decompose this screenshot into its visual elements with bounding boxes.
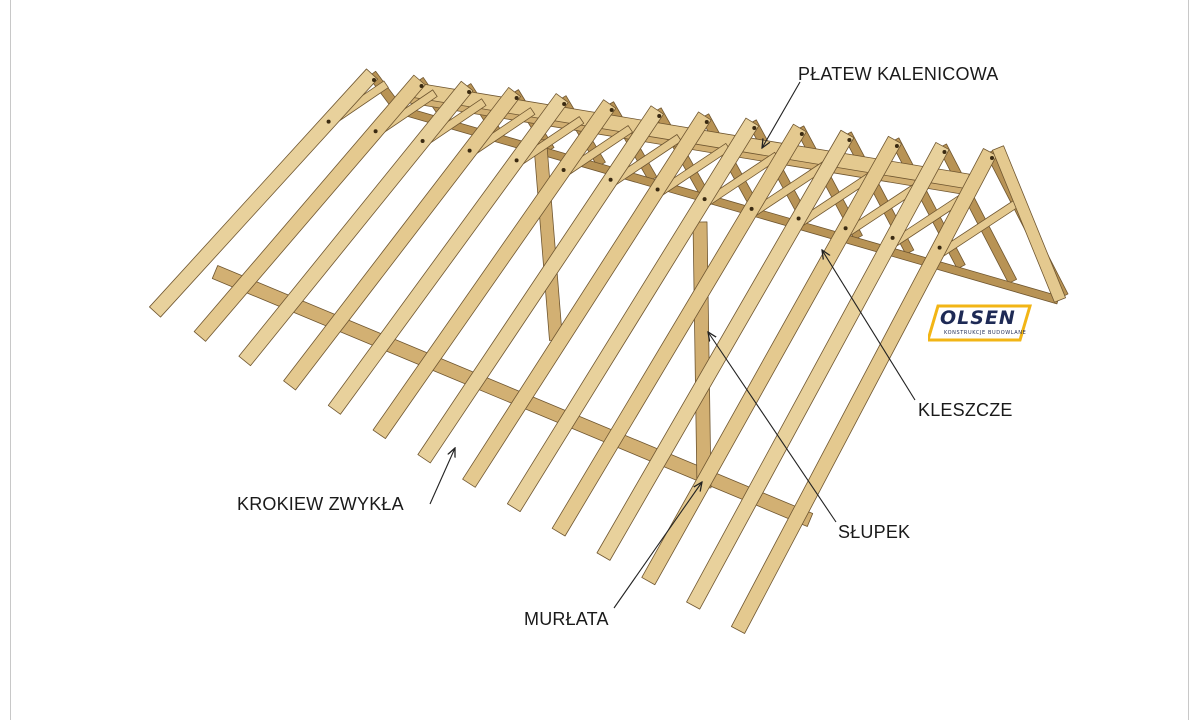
front-rafter <box>238 80 474 367</box>
frame-border-right <box>1188 0 1189 720</box>
rafter-peg <box>843 226 848 231</box>
rafter-peg <box>372 78 376 82</box>
label-post: SŁUPEK <box>838 522 911 542</box>
front-rafter <box>730 148 998 634</box>
rafter-peg <box>514 158 519 163</box>
rafter-peg <box>657 114 662 118</box>
front-rafter <box>596 129 855 561</box>
rafter-peg <box>420 138 425 143</box>
rafter-peg <box>609 108 614 112</box>
rafter-peg <box>514 96 519 100</box>
front-rafter <box>327 93 569 415</box>
label-collar-ties: KLESZCZE <box>918 400 1013 420</box>
leader-lines <box>429 81 916 609</box>
front-rafter <box>506 117 760 513</box>
rafter-peg <box>890 235 895 240</box>
leader-post <box>708 332 837 523</box>
rafter-peg <box>990 156 994 160</box>
rafter-peg <box>702 197 707 202</box>
rafter-peg <box>467 90 472 94</box>
front-rafter <box>283 87 521 391</box>
front-rafter <box>193 74 426 342</box>
leader-ridge-purlin <box>762 81 801 148</box>
rafter-peg <box>419 84 424 88</box>
leader-wall-plate <box>613 482 702 609</box>
front-rafter <box>372 99 617 439</box>
rafter-peg <box>467 148 472 153</box>
gable-rafter <box>992 145 1066 303</box>
front-rafter <box>417 105 664 464</box>
rafter-peg <box>752 126 757 130</box>
label-common-rafter: KROKIEW ZWYKŁA <box>237 494 404 514</box>
rafter-peg <box>942 150 947 154</box>
rafter-peg <box>749 206 754 211</box>
label-wall-plate: MURŁATA <box>524 609 609 629</box>
rafter-peg <box>704 120 709 124</box>
front-rafter <box>149 68 378 318</box>
rafter-peg <box>894 144 899 148</box>
front-wall-plate <box>211 265 814 527</box>
logo-parallelogram-icon <box>925 304 1033 342</box>
olsen-logo: OLSEN KONSTRUKCJE BUDOWLANE <box>925 304 1033 344</box>
rafter-peg <box>847 138 852 142</box>
rafter-peg <box>655 187 660 192</box>
label-ridge-purlin: PŁATEW KALENICOWA <box>798 64 999 84</box>
rafter-peg <box>796 216 801 221</box>
rafter-peg <box>561 168 566 173</box>
leader-common-rafter <box>429 448 455 505</box>
leader-collar-ties <box>822 250 916 401</box>
front-rafter <box>641 135 902 586</box>
frame-border-left <box>10 0 11 720</box>
post <box>692 221 712 489</box>
front-structure <box>149 68 1066 634</box>
rafter-peg <box>562 102 567 106</box>
rafter-peg <box>799 132 804 136</box>
front-rafter <box>462 111 712 488</box>
rafter-peg <box>608 177 613 182</box>
logo-subtitle: KONSTRUKCJE BUDOWLANE <box>944 330 1027 336</box>
rafter-peg <box>937 245 942 250</box>
rafter-peg <box>373 129 378 134</box>
logo-wordmark: OLSEN <box>940 307 1016 329</box>
front-rafter <box>551 123 807 537</box>
front-rafter <box>686 142 950 610</box>
rafter-peg <box>326 119 331 124</box>
